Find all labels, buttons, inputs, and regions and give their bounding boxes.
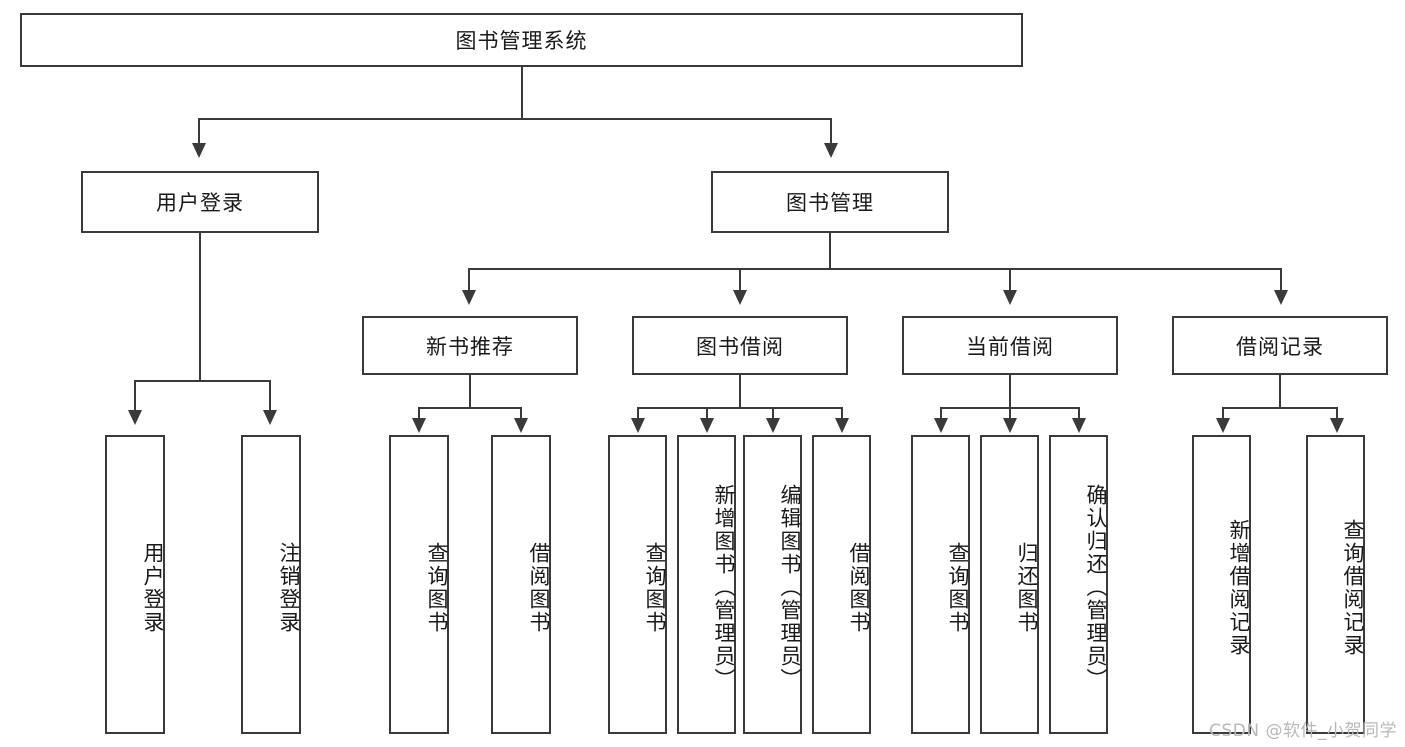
edge-root-bus: [198, 118, 832, 120]
arrow-to-borrow-record: [1274, 290, 1288, 305]
leaf-return-book[interactable]: 归还图书: [980, 435, 1039, 734]
node-label: 确认归还（管理员）: [1084, 484, 1108, 691]
node-label: 图书管理: [786, 191, 874, 215]
leaf-user-login[interactable]: 用户登录: [105, 435, 165, 734]
node-label: 新增图书（管理员）: [712, 484, 736, 691]
arrow-leaf-confirm-return: [1072, 418, 1086, 433]
leaf-add-borrow-record[interactable]: 新增借阅记录: [1192, 435, 1251, 734]
node-label: 注销登录: [277, 541, 301, 634]
edge-book-borrow-drop-2: [706, 407, 708, 420]
edge-book-manage-drop-4: [1280, 268, 1282, 292]
edge-book-manage-drop-3: [1009, 268, 1011, 292]
edge-root-to-user-login: [198, 118, 200, 145]
node-label: 借阅记录: [1236, 334, 1324, 359]
edge-book-borrow-drop-1: [637, 407, 639, 420]
edge-borrow-record-drop-1: [1222, 407, 1224, 420]
arrow-leaf-query-record: [1330, 418, 1344, 433]
node-label: 查询图书: [425, 541, 449, 634]
arrow-leaf-add-record: [1216, 418, 1230, 433]
edge-user-login-bus: [134, 380, 271, 382]
edge-current-borrow-drop-1: [940, 407, 942, 420]
node-label: 新书推荐: [426, 334, 514, 359]
arrow-leaf-edit-book: [766, 418, 780, 433]
edge-new-book-bus: [418, 407, 522, 409]
arrow-leaf-borrow-book-1: [514, 418, 528, 433]
edge-book-manage-drop-2: [739, 268, 741, 292]
node-label: 归还图书: [1015, 541, 1039, 634]
arrow-leaf-query-book-3: [934, 418, 948, 433]
node-label: 编辑图书（管理员）: [778, 484, 802, 691]
node-label: 查询借阅记录: [1341, 518, 1365, 657]
edge-user-login-drop-2: [269, 380, 271, 412]
edge-root-stem: [521, 67, 523, 119]
edge-book-manage-drop-1: [468, 268, 470, 292]
edge-book-borrow-drop-4: [841, 407, 843, 420]
leaf-confirm-return[interactable]: 确认归还（管理员）: [1049, 435, 1108, 734]
leaf-logout-login[interactable]: 注销登录: [241, 435, 301, 734]
arrow-to-new-book-recommend: [462, 290, 476, 305]
node-book-manage[interactable]: 图书管理: [711, 171, 949, 233]
node-label: 用户登录: [141, 541, 165, 634]
leaf-edit-book[interactable]: 编辑图书（管理员）: [743, 435, 802, 734]
arrow-leaf-logout-login: [263, 410, 277, 425]
node-label: 当前借阅: [966, 334, 1054, 359]
node-new-book-recommend[interactable]: 新书推荐: [362, 316, 578, 375]
node-label: 借阅图书: [527, 541, 551, 634]
node-current-borrow[interactable]: 当前借阅: [902, 316, 1118, 375]
leaf-borrow-book-borrow[interactable]: 借阅图书: [812, 435, 871, 734]
edge-book-borrow-drop-3: [772, 407, 774, 420]
edge-book-manage-stem: [829, 233, 831, 269]
arrow-leaf-borrow-book-2: [835, 418, 849, 433]
node-label: 借阅图书: [847, 541, 871, 634]
node-root-system[interactable]: 图书管理系统: [20, 13, 1023, 67]
leaf-query-book-recommend[interactable]: 查询图书: [389, 435, 449, 734]
node-label: 查询图书: [946, 541, 970, 634]
edge-book-borrow-stem: [739, 375, 741, 409]
edge-user-login-stem: [199, 233, 201, 381]
arrow-to-current-borrow: [1003, 290, 1017, 305]
arrow-leaf-add-book: [700, 418, 714, 433]
edge-current-borrow-stem: [1009, 375, 1011, 409]
edge-new-book-drop-1: [418, 407, 420, 420]
leaf-borrow-book-recommend[interactable]: 借阅图书: [491, 435, 551, 734]
leaf-query-borrow-record[interactable]: 查询借阅记录: [1306, 435, 1365, 734]
node-label: 新增借阅记录: [1227, 518, 1251, 657]
edge-current-borrow-drop-3: [1078, 407, 1080, 420]
edge-book-borrow-bus: [637, 407, 843, 409]
edge-borrow-record-stem: [1279, 375, 1281, 409]
leaf-query-book-current[interactable]: 查询图书: [911, 435, 970, 734]
arrow-leaf-query-book-1: [412, 418, 426, 433]
node-label: 用户登录: [156, 191, 244, 215]
arrow-to-book-borrow: [733, 290, 747, 305]
edge-root-to-book-manage: [830, 118, 832, 145]
leaf-add-book[interactable]: 新增图书（管理员）: [677, 435, 736, 734]
node-label: 查询图书: [643, 541, 667, 634]
leaf-query-book-borrow[interactable]: 查询图书: [608, 435, 667, 734]
node-label: 图书借阅: [696, 334, 784, 359]
arrow-leaf-user-login: [128, 410, 142, 425]
node-label: 图书管理系统: [455, 29, 588, 53]
arrow-to-book-manage: [824, 143, 838, 158]
edge-user-login-drop-1: [134, 380, 136, 412]
node-borrow-record[interactable]: 借阅记录: [1172, 316, 1388, 375]
edge-current-borrow-drop-2: [1009, 407, 1011, 420]
arrow-to-user-login: [192, 143, 206, 158]
arrow-leaf-query-book-2: [631, 418, 645, 433]
watermark: CSDN @软件_小贺同学: [1209, 721, 1397, 741]
arrow-leaf-return-book: [1003, 418, 1017, 433]
edge-book-manage-bus: [468, 268, 1282, 270]
edge-borrow-record-drop-2: [1336, 407, 1338, 420]
edge-new-book-drop-2: [520, 407, 522, 420]
edge-borrow-record-bus: [1222, 407, 1338, 409]
edge-new-book-stem: [469, 375, 471, 409]
node-user-login[interactable]: 用户登录: [81, 171, 319, 233]
node-book-borrow[interactable]: 图书借阅: [632, 316, 848, 375]
